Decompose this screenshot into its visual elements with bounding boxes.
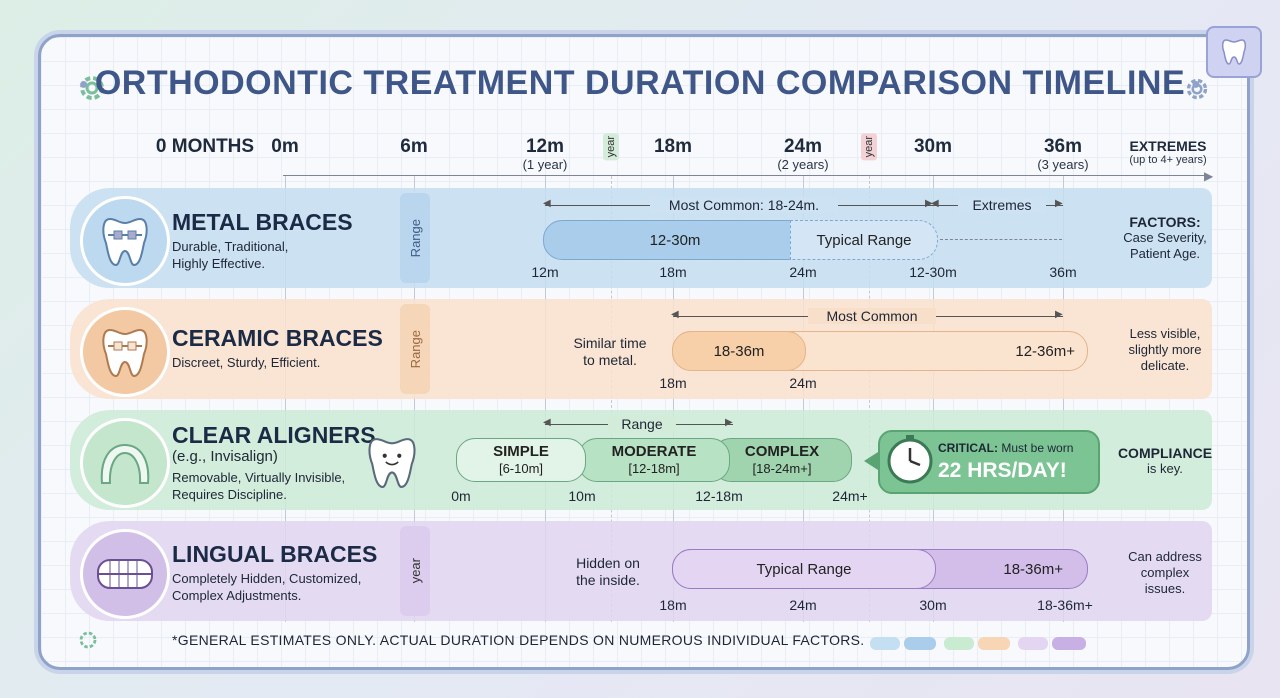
clear-tick-24m: 24m+ <box>832 488 868 504</box>
ceramic-braces-name: CERAMIC BRACES <box>172 325 383 351</box>
swatch-lingual <box>1018 637 1048 650</box>
bracket-arrow-right-icon: ▶ <box>925 198 933 209</box>
axis-arrow-icon: ▶ <box>1204 169 1214 183</box>
axis-start-label: 0 MONTHS <box>155 136 255 157</box>
axis-tick-0m: 0m <box>271 136 299 157</box>
clear-aligners-name: CLEAR ALIGNERS <box>172 422 376 448</box>
metal-extension-dashed <box>940 239 1062 240</box>
bracket-arrow-left-icon: ◀ <box>543 417 551 428</box>
gridline-year1 <box>611 176 612 622</box>
extremes-header: EXTREMES (up to 4+ years) <box>1129 138 1207 166</box>
ceramic-tick-18m: 18m <box>659 375 687 391</box>
stage-moderate: MODERATE[12-18m] <box>578 438 730 482</box>
lingual-teeth-icon <box>80 529 170 619</box>
gear-icon <box>80 76 104 100</box>
lingual-tick-18m: 18m <box>659 597 687 613</box>
gridline-36m <box>1063 176 1064 622</box>
lingual-tick-30m: 30m <box>919 597 947 613</box>
bracket-arrow-left-icon: ◀ <box>543 198 551 209</box>
clear-aligners-sub: (e.g., Invisalign) <box>172 448 278 465</box>
gridline-12m <box>545 176 546 622</box>
year-tag-1: year <box>603 133 619 161</box>
metal-tick-24m: 24m <box>789 264 817 280</box>
ceramic-tick-24m: 24m <box>789 375 817 391</box>
lingual-braces-name: LINGUAL BRACES <box>172 541 378 567</box>
axis-tick-36m-sub: (3 years) <box>1037 157 1089 172</box>
critical-hours: 22 HRS/DAY! <box>938 459 1067 482</box>
metal-common-label: Most Common: 18-24m. <box>650 197 838 213</box>
swatch-clear <box>944 637 974 650</box>
metal-tick-12-30m: 12-30m <box>909 264 957 280</box>
bracket-arrow-right-icon: ▶ <box>725 417 733 428</box>
swatch-ceramic <box>978 637 1010 650</box>
axis-tick-24m-sub: (2 years) <box>777 157 829 172</box>
ceramic-bar-core: 18-36m <box>672 331 806 371</box>
clear-range-label: Range <box>608 416 676 432</box>
lingual-bar-typical: Typical Range <box>672 549 936 589</box>
bracket-arrow-right-icon: ▶ <box>1055 309 1063 320</box>
callout-pointer <box>864 452 878 470</box>
gridline-30m <box>933 176 934 622</box>
ceramic-factors: Less visible, slightly more delicate. <box>1128 326 1202 373</box>
gear-icon-bottom <box>79 631 97 649</box>
stage-simple: SIMPLE[6-10m] <box>456 438 586 482</box>
stage-complex: COMPLEX[18-24m+] <box>712 438 852 482</box>
year-tag-2: year <box>861 133 877 161</box>
smiling-tooth-icon <box>368 438 416 489</box>
swatch-metal-2 <box>904 637 936 650</box>
axis-tick-18m: 18m <box>653 136 693 157</box>
clear-tick-12-18m: 12-18m <box>695 488 743 504</box>
ceramic-common-label: Most Common <box>808 308 936 324</box>
gridline-6m <box>414 176 415 622</box>
critical-text: CRITICAL: Must be worn <box>938 441 1074 455</box>
page-title: ●ORTHODONTIC TREATMENT DURATION COMPARIS… <box>78 64 1202 102</box>
footnote: *GENERAL ESTIMATES ONLY. ACTUAL DURATION… <box>172 632 865 648</box>
axis-tick-12m-sub: (1 year) <box>522 157 568 172</box>
lingual-factors: Can address complex issues. <box>1128 549 1202 596</box>
axis-tick-30m: 30m <box>913 136 953 157</box>
metal-range-tag: Range <box>400 193 430 283</box>
swatch-metal <box>870 637 900 650</box>
axis-tick-24m: 24m <box>783 136 823 157</box>
ceramic-braces-desc: Discreet, Sturdy, Efficient. <box>172 355 321 370</box>
ceramic-braces-tooth-icon <box>80 307 170 397</box>
tooth-icon <box>1206 26 1262 78</box>
lingual-tick-24m: 24m <box>789 597 817 613</box>
metal-bar-typical: Typical Range <box>790 220 938 260</box>
clear-factors: COMPLIANCE is key. <box>1117 445 1213 476</box>
gridline-0m <box>285 176 286 622</box>
ceramic-range-tag: Range <box>400 304 430 394</box>
axis-tick-36m: 36m <box>1043 136 1083 157</box>
axis-tick-6m: 6m <box>400 136 428 157</box>
aligner-tray-icon <box>80 418 170 508</box>
clear-tick-10m: 10m <box>568 488 596 504</box>
bracket-arrow-left-icon: ◀ <box>931 198 939 209</box>
lingual-tick-18-36m: 18-36m+ <box>1037 597 1093 613</box>
metal-factors: FACTORS: Case Severity, Patient Age. <box>1123 214 1207 261</box>
gridline-year2 <box>869 176 870 622</box>
metal-tick-18m: 18m <box>659 264 687 280</box>
bracket-arrow-left-icon: ◀ <box>671 309 679 320</box>
gridline-24m <box>803 176 804 622</box>
metal-tick-12m: 12m <box>531 264 559 280</box>
axis-tick-12m: 12m <box>525 136 565 157</box>
metal-bar-range: 12-30m <box>543 220 807 260</box>
clear-tick-0m: 0m <box>451 488 471 504</box>
lingual-braces-desc: Completely Hidden, Customized,Complex Ad… <box>172 571 362 603</box>
bracket-arrow-right-icon: ▶ <box>1055 198 1063 209</box>
timeline-axis <box>283 175 1208 176</box>
swatch-lingual-2 <box>1052 637 1086 650</box>
metal-braces-tooth-icon <box>80 196 170 286</box>
metal-braces-name: METAL BRACES <box>172 209 353 235</box>
clear-aligners-desc: Removable, Virtually Invisible,Requires … <box>172 470 346 502</box>
metal-extremes-label: Extremes <box>958 197 1046 213</box>
metal-tick-36m: 36m <box>1049 264 1077 280</box>
metal-braces-desc: Durable, Traditional,Highly Effective. <box>172 239 289 271</box>
clock-icon <box>887 435 933 484</box>
lingual-year-tag: year <box>400 526 430 616</box>
gridline-18m <box>673 176 674 622</box>
gear-icon-right <box>1186 78 1208 100</box>
